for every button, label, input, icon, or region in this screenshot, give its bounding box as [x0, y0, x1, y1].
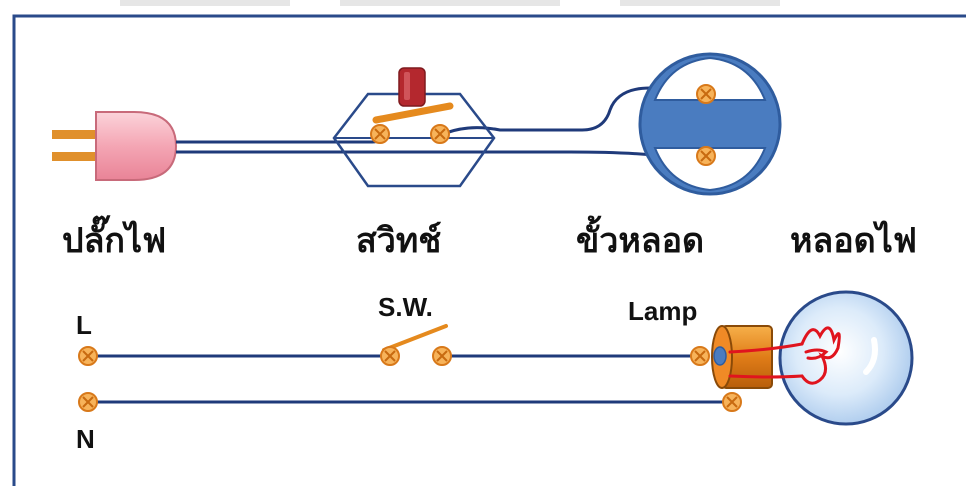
filament-loop — [804, 348, 829, 360]
plug-pin-bottom — [52, 152, 102, 161]
switch-button-highlight — [404, 72, 410, 100]
switch-button — [398, 67, 426, 107]
socket-label: ขั้วหลอด — [576, 215, 704, 261]
bulb-highlight — [863, 337, 878, 375]
switch-symbol-label: S.W. — [378, 292, 433, 322]
terminal-icon — [690, 346, 710, 366]
switch-symbol-blade — [382, 324, 448, 352]
switch-icon — [332, 67, 496, 188]
switch-housing — [332, 92, 496, 188]
line-label: L — [76, 310, 92, 340]
wire-plug-to-socket — [176, 150, 706, 160]
plug-body — [95, 111, 178, 181]
terminal-icon — [380, 346, 400, 366]
terminal-icon — [696, 84, 716, 104]
plug-label: ปลั๊กไฟ — [62, 215, 166, 261]
neutral-label: N — [76, 424, 95, 454]
plug-wires — [176, 86, 707, 160]
bulb-icon — [711, 290, 914, 426]
bulb-filament — [728, 326, 841, 385]
filament-coil — [800, 326, 841, 385]
schematic-wires — [88, 354, 732, 404]
terminal-icon — [78, 392, 98, 412]
crop-remnant — [340, 0, 560, 6]
terminal-icon — [696, 146, 716, 166]
terminal-icon — [722, 392, 742, 412]
terminal-icon — [78, 346, 98, 366]
bulb-label: หลอดไฟ — [790, 220, 917, 261]
filament-lead-bottom — [728, 374, 804, 379]
lamp-socket-icon — [638, 52, 782, 196]
bulb-glass — [778, 290, 914, 426]
diagram-frame — [12, 14, 966, 486]
switch-lever — [372, 102, 454, 124]
crop-remnant — [620, 0, 780, 6]
crop-remnant — [120, 0, 290, 6]
terminal-icon — [430, 124, 450, 144]
filament-lead-top — [728, 342, 804, 354]
bulb-contact — [713, 346, 727, 366]
socket-upper-slot — [653, 56, 767, 101]
plug-icon — [52, 111, 178, 181]
terminal-icon — [370, 124, 390, 144]
switch-label: สวิทช์ — [356, 221, 441, 261]
lamp-symbol-label: Lamp — [628, 296, 697, 326]
terminal-icon — [432, 346, 452, 366]
socket-lower-slot — [653, 147, 767, 192]
wire-switch-to-socket — [445, 86, 707, 135]
plug-pin-top — [52, 130, 102, 139]
